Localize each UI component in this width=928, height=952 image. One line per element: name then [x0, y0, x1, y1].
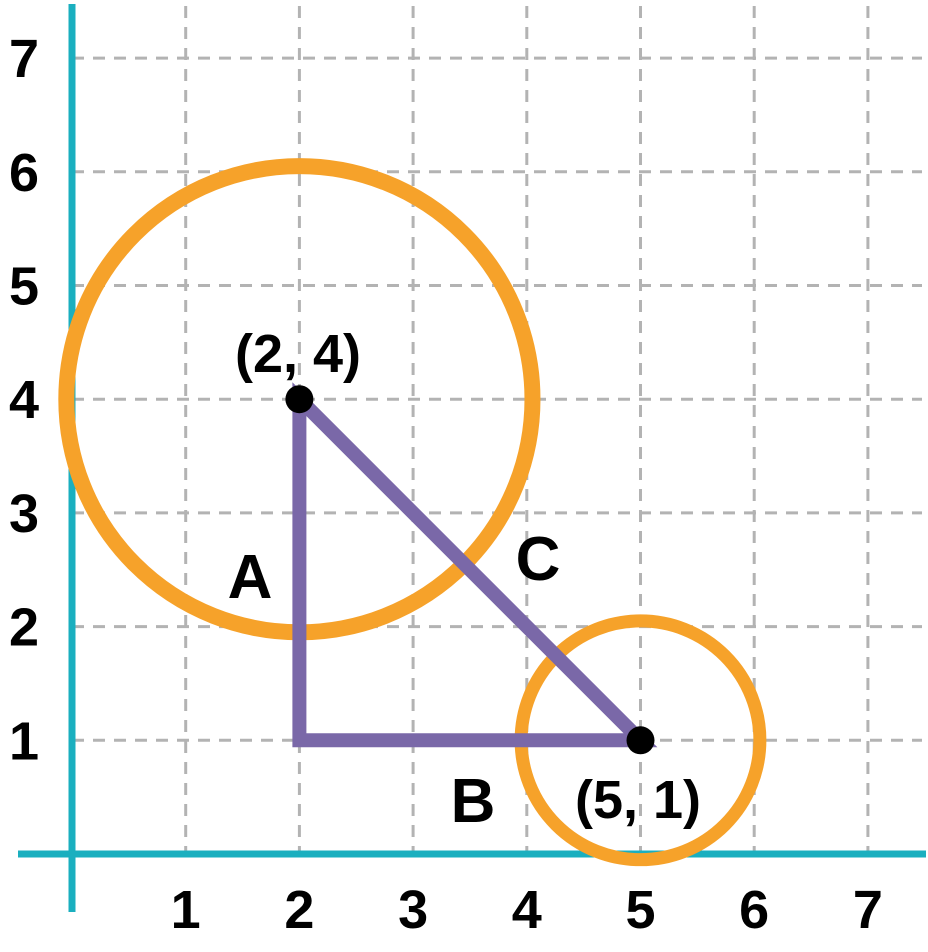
side-label-b: B: [451, 767, 496, 836]
point-label-5-1: (5, 1): [575, 770, 701, 830]
x-tick-label-4: 4: [512, 880, 542, 940]
x-tick-labels: 1 2 3 4 5 6 7: [171, 880, 883, 940]
side-label-a: A: [228, 543, 273, 612]
grid-lines: [72, 6, 922, 854]
x-tick-label-1: 1: [171, 880, 201, 940]
y-tick-label-4: 4: [9, 370, 39, 430]
x-tick-label-7: 7: [853, 880, 883, 940]
y-tick-labels: 1 2 3 4 5 6 7: [9, 29, 39, 771]
point-2-4: [285, 385, 314, 414]
y-tick-label-6: 6: [9, 143, 39, 203]
y-tick-label-5: 5: [9, 257, 39, 317]
y-tick-label-3: 3: [9, 484, 39, 544]
x-tick-label-5: 5: [625, 880, 655, 940]
side-label-c: C: [516, 525, 561, 594]
point-5-1: [626, 726, 655, 755]
y-tick-label-7: 7: [9, 29, 39, 89]
x-tick-label-3: 3: [398, 880, 428, 940]
y-tick-label-2: 2: [9, 598, 39, 658]
point-label-2-4: (2, 4): [235, 324, 361, 384]
right-triangle: [292, 382, 658, 748]
y-tick-label-1: 1: [9, 711, 39, 771]
x-tick-label-6: 6: [739, 880, 769, 940]
x-tick-label-2: 2: [284, 880, 314, 940]
